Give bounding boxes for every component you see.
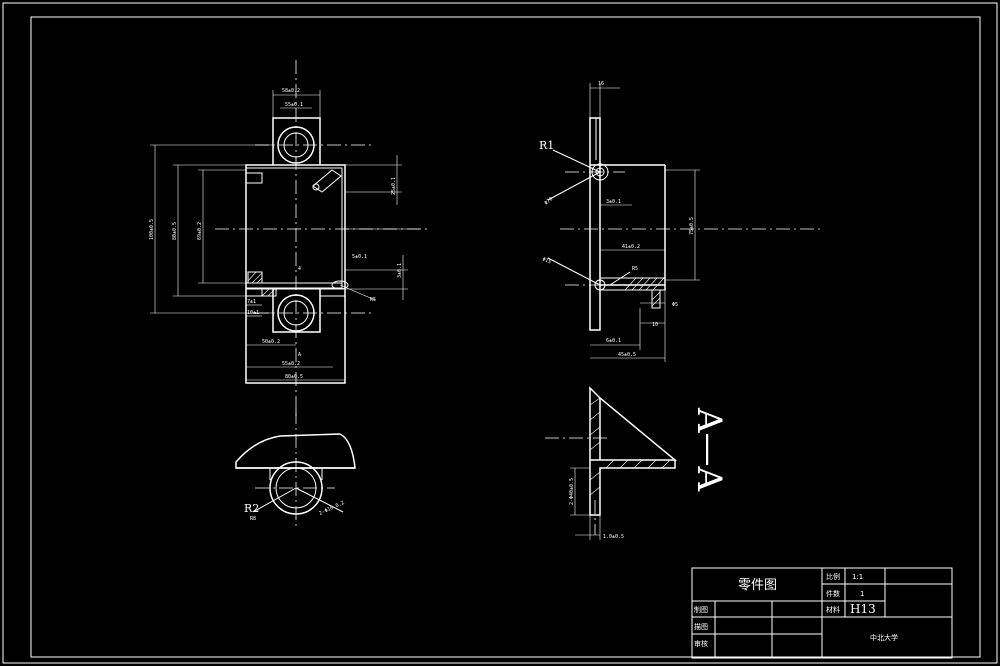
svg-text:Φ5: Φ5 — [672, 302, 678, 308]
design-label: 描图 — [694, 622, 708, 631]
svg-text:10±1: 10±1 — [247, 310, 259, 316]
svg-text:2-Φ40±0.5: 2-Φ40±0.5 — [569, 478, 575, 505]
svg-text:75±0.5: 75±0.5 — [689, 217, 695, 235]
svg-text:R5: R5 — [370, 297, 376, 303]
svg-text:55±0.1: 55±0.1 — [285, 102, 303, 108]
school-name: 中北大学 — [870, 633, 898, 642]
drawn-by-label: 制图 — [694, 605, 708, 614]
bottom-view: R8 2-Φ10.0.2 R2 — [235, 410, 356, 530]
svg-text:7±1: 7±1 — [247, 299, 256, 305]
svg-text:5±0.1: 5±0.1 — [352, 254, 367, 260]
svg-text:100±0.5: 100±0.5 — [149, 219, 155, 240]
svg-text:2-Φ10.0.2: 2-Φ10.0.2 — [318, 500, 345, 517]
front-view: 58±0.2 55±0.1 100±0.5 80±0.5 69±0.2 25±0… — [149, 60, 430, 420]
svg-text:80±0.5: 80±0.5 — [285, 374, 303, 380]
svg-text:10: 10 — [652, 322, 658, 328]
count-label: 件数 — [826, 589, 840, 598]
svg-text:A: A — [298, 352, 301, 358]
svg-text:Φ15: Φ15 — [541, 256, 552, 265]
count-value: 1 — [860, 590, 864, 598]
fillet-label-r1: R1 — [539, 139, 554, 152]
svg-text:R5: R5 — [632, 266, 638, 272]
scale-value: 1:1 — [852, 573, 863, 581]
review-label: 审核 — [694, 639, 708, 648]
svg-text:3±0.1: 3±0.1 — [397, 263, 403, 278]
svg-text:58±0.2: 58±0.2 — [282, 88, 300, 94]
svg-text:R8: R8 — [250, 516, 256, 522]
svg-text:3±0.1: 3±0.1 — [606, 199, 621, 205]
svg-text:45±0.5: 45±0.5 — [618, 352, 636, 358]
scale-label: 比例 — [826, 572, 840, 581]
title-block — [691, 567, 953, 659]
svg-text:50±0.2: 50±0.2 — [262, 339, 280, 345]
title-block-title: 零件图 — [738, 578, 777, 593]
svg-text:55±0.2: 55±0.2 — [282, 361, 300, 367]
svg-text:25±0.1: 25±0.1 — [391, 177, 397, 195]
svg-text:Φ70: Φ70 — [543, 196, 554, 206]
svg-text:6±0.1: 6±0.1 — [606, 338, 621, 344]
svg-text:16: 16 — [598, 81, 604, 87]
section-label: A—A — [689, 407, 729, 492]
svg-text:41±0.2: 41±0.2 — [622, 244, 640, 250]
material-label: 材料 — [826, 605, 840, 614]
section-view: 2-Φ40±0.5 1.0±0.5 A—A — [545, 386, 729, 540]
svg-text:4: 4 — [298, 266, 301, 272]
side-view: 16 3±0.1 41±0.2 75±0.5 6±0.1 45±0.5 Φ5 1… — [539, 81, 820, 362]
fillet-label-r2: R2 — [244, 502, 259, 515]
svg-text:1.0±0.5: 1.0±0.5 — [603, 534, 624, 540]
svg-text:80±0.5: 80±0.5 — [172, 222, 178, 240]
svg-text:69±0.2: 69±0.2 — [197, 222, 203, 240]
material-value: H13 — [850, 602, 876, 616]
